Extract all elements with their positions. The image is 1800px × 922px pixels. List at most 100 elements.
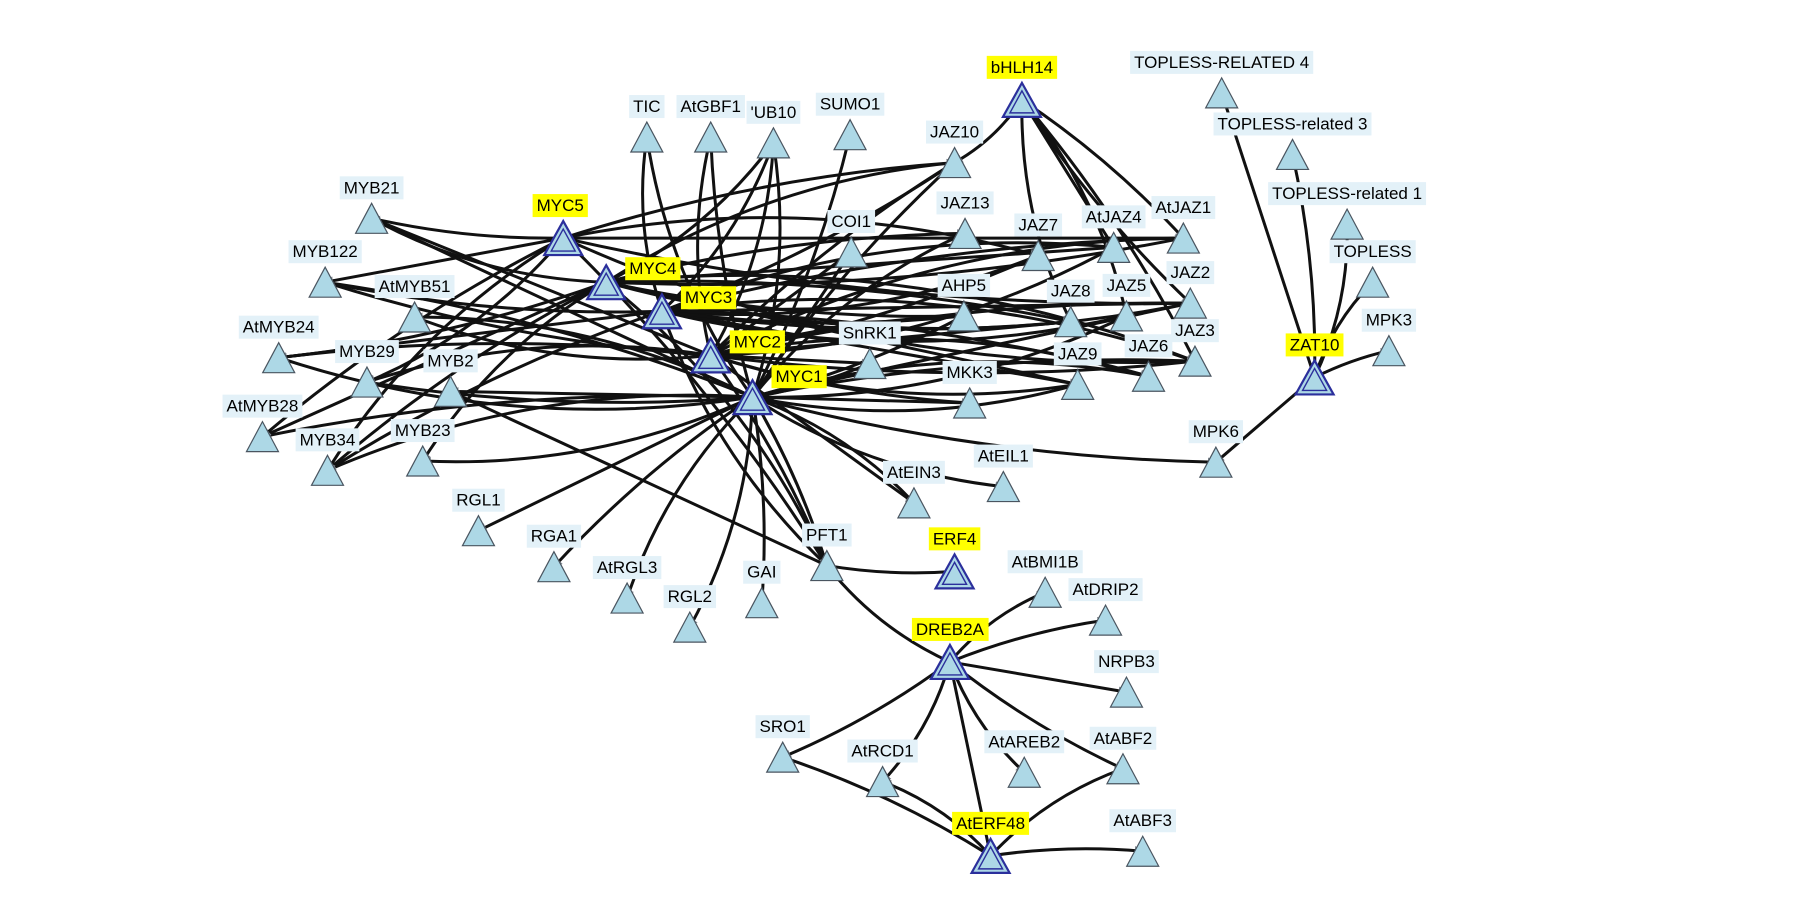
node-rga1[interactable]: RGA1 [526, 524, 582, 583]
node-ateil1[interactable]: AtEIL1 [973, 444, 1033, 503]
node-triangle-icon[interactable] [986, 470, 1021, 503]
node-triangle-icon[interactable] [948, 217, 983, 250]
node-jaz13[interactable]: JAZ13 [936, 191, 994, 250]
node-triangle-icon[interactable] [433, 375, 468, 407]
node-pft1[interactable]: PFT1 [802, 523, 852, 582]
node-jaz8[interactable]: JAZ8 [1046, 279, 1095, 338]
node-tpr1[interactable]: TOPLESS-related 1 [1268, 182, 1427, 240]
node-myb2[interactable]: MYB2 [423, 349, 478, 407]
node-triangle-icon[interactable] [937, 146, 972, 179]
node-triangle-icon[interactable] [1173, 286, 1208, 319]
node-triangle-icon[interactable] [946, 299, 981, 332]
node-jaz7[interactable]: JAZ7 [1014, 213, 1063, 272]
node-triangle-icon[interactable] [1088, 603, 1123, 636]
node-triangle-icon[interactable] [672, 610, 707, 643]
node-triangle-icon[interactable] [1125, 834, 1160, 867]
node-jaz9[interactable]: JAZ9 [1053, 342, 1102, 400]
node-triangle-icon[interactable] [1060, 368, 1095, 400]
node-erf4[interactable]: ERF4 [928, 527, 981, 590]
node-jaz6[interactable]: JAZ6 [1124, 334, 1173, 392]
node-ahp5[interactable]: AHP5 [937, 273, 991, 332]
node-triangle-icon[interactable] [896, 486, 931, 519]
node-triangle-icon[interactable] [1007, 755, 1042, 788]
node-mpk6[interactable]: MPK6 [1188, 420, 1244, 478]
node-atgbf1[interactable]: AtGBF1 [676, 95, 745, 153]
node-atmyb24[interactable]: AtMYB24 [238, 315, 319, 374]
node-atjaz4[interactable]: AtJAZ4 [1081, 205, 1146, 263]
node-aterf48[interactable]: AtERF48 [952, 811, 1030, 874]
node-triangle-icon[interactable] [461, 514, 496, 547]
node-atabf3[interactable]: AtABF3 [1109, 809, 1177, 867]
node-atrcd1[interactable]: AtRCD1 [847, 739, 918, 798]
node-triangle-icon[interactable] [1293, 358, 1336, 396]
node-myc2[interactable]: MYC2 [689, 330, 785, 374]
node-triangle-icon[interactable] [693, 120, 728, 153]
node-jaz10[interactable]: JAZ10 [926, 120, 984, 179]
node-rgl1[interactable]: RGL1 [452, 488, 505, 547]
node-snrk1[interactable]: SnRK1 [838, 321, 901, 380]
node-triangle-icon[interactable] [852, 347, 887, 380]
node-coi1[interactable]: COI1 [827, 210, 876, 268]
node-triangle-icon[interactable] [865, 765, 900, 798]
node-triangle-icon[interactable] [1166, 221, 1201, 254]
node-triangle-icon[interactable] [349, 365, 384, 398]
node-atein3[interactable]: AtEIN3 [883, 460, 945, 519]
node-triangle-icon[interactable] [629, 120, 664, 153]
node-triangle-icon[interactable] [833, 118, 868, 151]
node-myb34[interactable]: MYB34 [295, 428, 360, 486]
node-triangle-icon[interactable] [1131, 359, 1166, 392]
node-myb29[interactable]: MYB29 [335, 340, 399, 398]
node-myc4[interactable]: MYC4 [585, 257, 681, 301]
node-atmyb28[interactable]: AtMYB28 [222, 394, 303, 453]
node-mpk3[interactable]: MPK3 [1361, 308, 1417, 367]
node-triangle-icon[interactable] [1053, 305, 1088, 338]
node-bhlh14[interactable]: bHLH14 [986, 55, 1058, 118]
node-tpr3[interactable]: TOPLESS-related 3 [1213, 112, 1372, 171]
node-triangle-icon[interactable] [929, 642, 971, 681]
node-triangle-icon[interactable] [354, 202, 389, 234]
node-myc1[interactable]: MYC1 [731, 365, 827, 416]
node-triangle-icon[interactable] [744, 586, 779, 619]
node-atareb2[interactable]: AtAREB2 [984, 730, 1065, 788]
node-atjaz1[interactable]: AtJAZ1 [1151, 196, 1216, 254]
node-triangle-icon[interactable] [756, 126, 791, 159]
node-triangle-icon[interactable] [1371, 334, 1406, 367]
node-atmyb51[interactable]: AtMYB51 [374, 275, 455, 333]
node-triangle-icon[interactable] [809, 549, 844, 582]
node-triangle-icon[interactable] [1109, 675, 1144, 708]
node-triangle-icon[interactable] [405, 444, 440, 477]
node-triangle-icon[interactable] [1028, 575, 1063, 608]
node-dreb2a[interactable]: DREB2A [911, 617, 989, 681]
node-myc5[interactable]: MYC5 [532, 194, 588, 257]
node-gai[interactable]: GAI [743, 560, 781, 619]
node-triangle-icon[interactable] [308, 265, 343, 298]
node-myb122[interactable]: MYB122 [288, 240, 362, 298]
node-tic[interactable]: TIC [629, 95, 665, 153]
node-jaz3[interactable]: JAZ3 [1171, 319, 1219, 377]
node-jaz2[interactable]: JAZ2 [1166, 261, 1215, 319]
node-zat10[interactable]: ZAT10 [1285, 333, 1344, 396]
node-triangle-icon[interactable] [310, 454, 345, 486]
node-jaz5[interactable]: JAZ5 [1102, 273, 1151, 332]
node-triangle-icon[interactable] [1001, 80, 1043, 118]
node-sumo1[interactable]: SUMO1 [815, 92, 885, 151]
node-triangle-icon[interactable] [397, 300, 432, 333]
node-triangle-icon[interactable] [765, 740, 800, 773]
node-tpr4[interactable]: TOPLESS-RELATED 4 [1130, 50, 1314, 109]
node-triangle-icon[interactable] [834, 235, 869, 268]
node-triangle-icon[interactable] [952, 386, 987, 419]
node-triangle-icon[interactable] [1021, 239, 1056, 272]
node-triangle-icon[interactable] [1198, 445, 1233, 478]
node-triangle-icon[interactable] [1355, 265, 1390, 298]
node-myb21[interactable]: MYB21 [339, 176, 404, 234]
node-rgl2[interactable]: RGL2 [663, 585, 717, 643]
node-triangle-icon[interactable] [1204, 76, 1239, 109]
node-triangle-icon[interactable] [610, 581, 645, 614]
node-topless[interactable]: TOPLESS [1329, 240, 1416, 298]
node-atrgl3[interactable]: AtRGL3 [592, 556, 662, 614]
node-triangle-icon[interactable] [261, 341, 296, 374]
node-triangle-icon[interactable] [1330, 207, 1365, 240]
node-triangle-icon[interactable] [1105, 752, 1140, 785]
node-triangle-icon[interactable] [536, 550, 571, 583]
node-triangle-icon[interactable] [1109, 299, 1144, 332]
